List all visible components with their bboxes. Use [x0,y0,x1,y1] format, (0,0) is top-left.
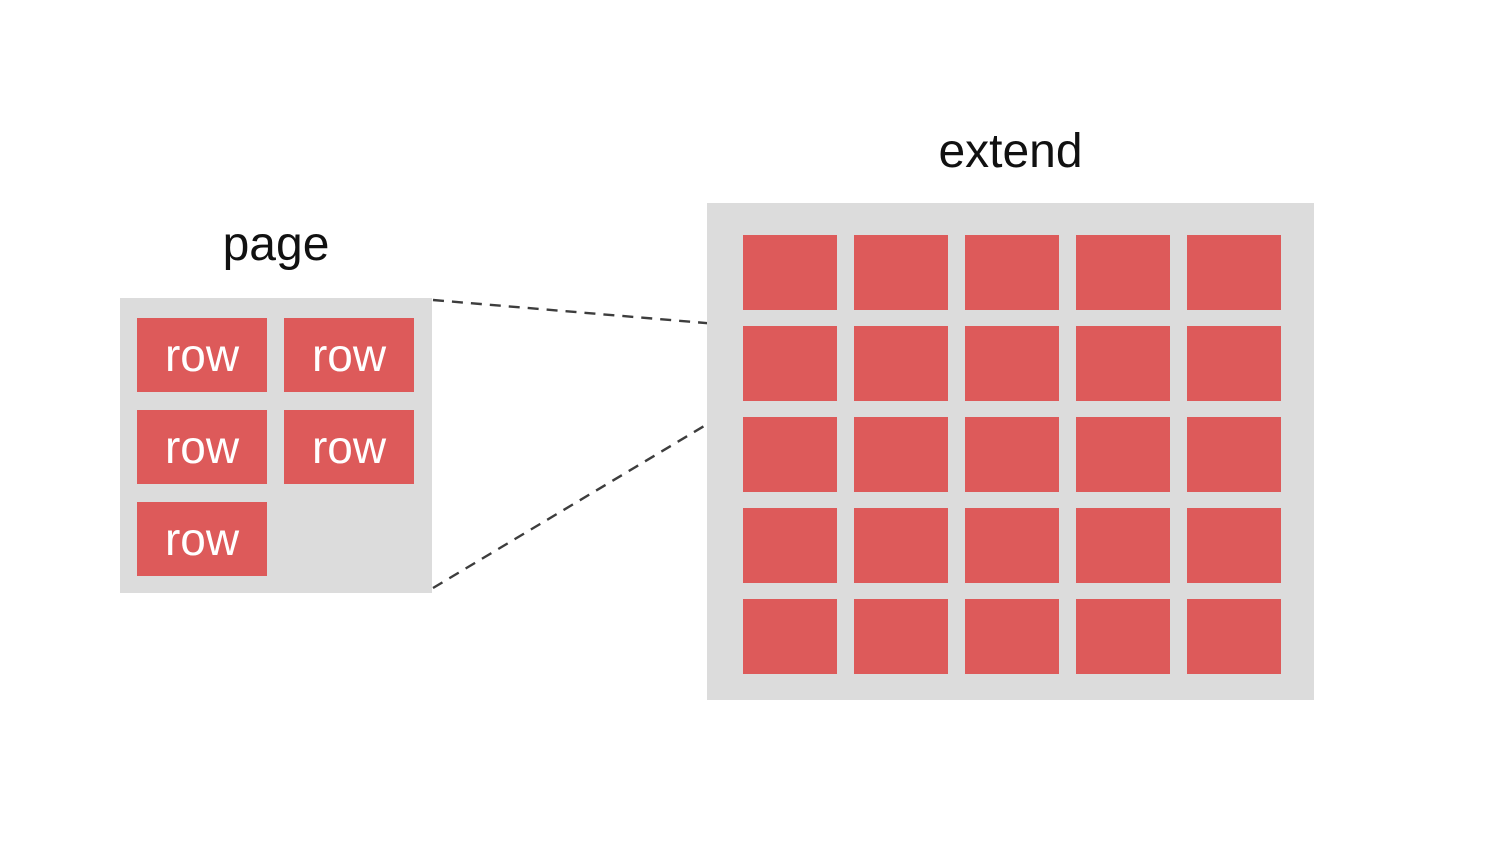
extend-panel [707,203,1314,700]
connector-line-bottom [432,399,747,590]
grid-cell [743,417,837,492]
grid-cell [854,235,948,310]
page-row: row row [137,318,417,392]
row-block-label: row [311,329,387,381]
row-block: row [137,502,267,576]
grid-cell [743,599,837,674]
page-row: row row [137,410,417,484]
row-block-label: row [164,329,240,381]
extend-title: extend [938,125,1083,178]
page-title: page [222,218,330,271]
row-block: row [284,318,414,392]
grid-cell [854,599,948,674]
grid-cell [743,326,837,401]
grid-cell [1187,508,1281,583]
grid-cell [743,235,837,310]
grid-cell [1187,417,1281,492]
grid-cell [854,417,948,492]
grid-cell [965,417,1059,492]
grid-cell [1076,326,1170,401]
grid-cell [1187,235,1281,310]
connector-line-top [432,298,742,328]
page-row: row [137,502,417,576]
row-block-label: row [164,421,240,473]
grid-cell [965,508,1059,583]
grid-cell [854,508,948,583]
row-block: row [284,410,414,484]
grid-cell [965,326,1059,401]
row-block: row [137,410,267,484]
row-block-label: row [311,421,387,473]
grid-cell [743,508,837,583]
grid-cell [1076,417,1170,492]
grid-cell [1187,326,1281,401]
grid-cell [965,235,1059,310]
row-block: row [137,318,267,392]
grid-cell [1076,599,1170,674]
row-block-label: row [164,513,240,565]
grid-cell [854,326,948,401]
grid-cell [965,599,1059,674]
grid-cell [1076,508,1170,583]
grid-cell [1187,599,1281,674]
grid-cell [1076,235,1170,310]
page-panel: row row row row row [120,298,432,593]
